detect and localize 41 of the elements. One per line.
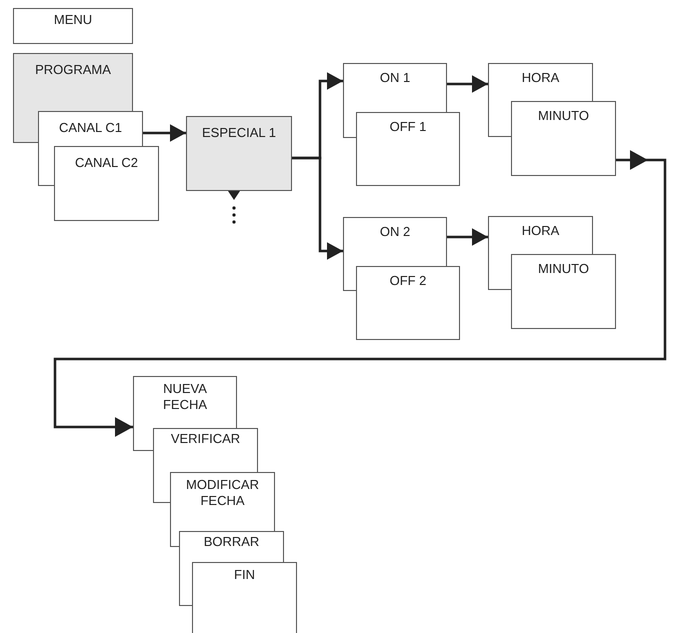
menu-screen-box bbox=[343, 217, 447, 268]
menu-label: MENU bbox=[54, 12, 92, 28]
menu-label: NUEVA FECHA bbox=[162, 381, 208, 414]
arrow bbox=[447, 228, 488, 246]
menu-label: HORA bbox=[522, 70, 560, 86]
arrow bbox=[447, 75, 488, 93]
menu-box bbox=[13, 8, 133, 44]
menu-label: OFF 2 bbox=[390, 273, 426, 290]
menu-label: OFF 1 bbox=[390, 119, 426, 136]
menu-label: BORRAR bbox=[204, 534, 260, 550]
menu-screen-box bbox=[192, 562, 297, 633]
menu-screen-box bbox=[170, 472, 275, 532]
menu-label: MINUTO bbox=[538, 108, 590, 124]
menu-screen-box bbox=[488, 63, 593, 102]
menu-label: CANAL C2 bbox=[74, 155, 138, 172]
menu-label: ON 2 bbox=[380, 224, 410, 240]
menu-label: ON 1 bbox=[380, 70, 410, 86]
menu-label: VERIFICAR bbox=[170, 431, 240, 448]
menu-screen-box bbox=[488, 216, 593, 256]
menu-screen-box bbox=[186, 116, 292, 191]
menu-screen-box bbox=[343, 63, 447, 114]
menu-label: CANAL C1 bbox=[58, 120, 122, 136]
arrow bbox=[292, 156, 343, 260]
menu-label: PROGRAMA bbox=[35, 62, 111, 78]
menu-screen-box bbox=[511, 101, 616, 176]
menu-screen-box bbox=[179, 531, 284, 564]
menu-label: FIN bbox=[234, 567, 255, 584]
menu-screen-box bbox=[153, 428, 258, 474]
menu-screen-box bbox=[38, 111, 143, 148]
menu-screen-box bbox=[133, 376, 237, 430]
arrow bbox=[54, 150, 666, 437]
menu-label: MINUTO bbox=[538, 261, 590, 278]
menu-label: ESPECIAL 1 bbox=[202, 125, 276, 142]
menu-screen-box bbox=[356, 112, 460, 186]
menu-label: MODIFICAR FECHA bbox=[185, 477, 260, 510]
menu-screen-box bbox=[511, 254, 616, 329]
arrow bbox=[143, 124, 186, 142]
menu-screen-box bbox=[13, 53, 133, 112]
menu-screen-box bbox=[356, 266, 460, 340]
menu-label: HORA bbox=[522, 223, 560, 240]
menu-screen-box bbox=[54, 146, 159, 221]
